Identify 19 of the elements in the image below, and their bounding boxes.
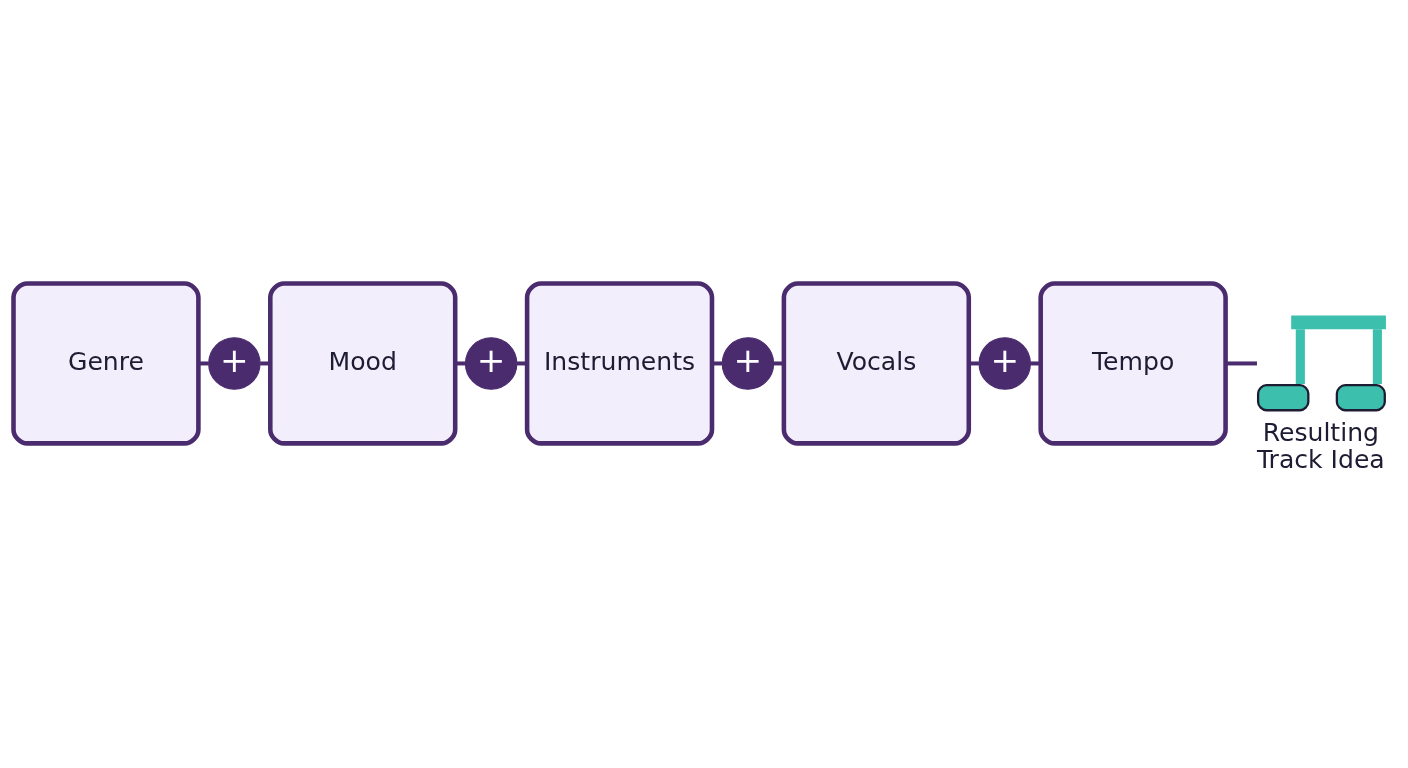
- node-circle: +: [464, 337, 518, 390]
- connector: [712, 361, 723, 366]
- node-label: Resulting Track Idea: [1256, 417, 1385, 474]
- connector: [516, 361, 527, 366]
- connector: [773, 361, 784, 366]
- connector: [968, 361, 979, 366]
- node-box: Mood: [268, 281, 458, 446]
- node-circle: +: [208, 337, 261, 390]
- node-circle: +: [721, 337, 775, 390]
- connector: [198, 361, 209, 366]
- connector: [1030, 361, 1041, 366]
- connector: [455, 361, 466, 366]
- node-box: Tempo: [1038, 281, 1228, 446]
- node-box: Genre: [11, 281, 201, 446]
- connector: [1225, 361, 1257, 366]
- node-box: Instruments: [524, 281, 715, 446]
- node-box: Vocals: [781, 281, 972, 446]
- node-circle: +: [978, 337, 1031, 390]
- connector: [260, 361, 271, 366]
